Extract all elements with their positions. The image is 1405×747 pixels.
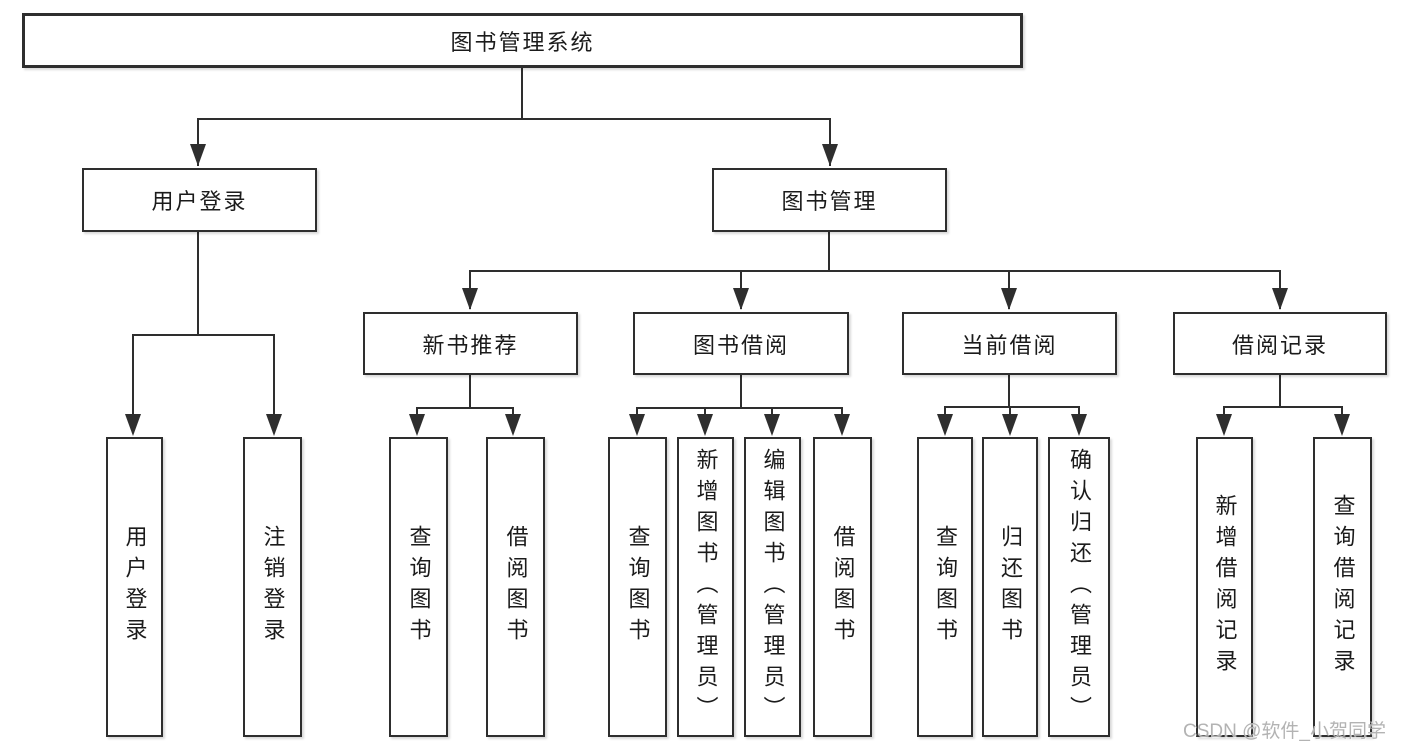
leaf-label: 确认归还（管理员）: [1067, 447, 1092, 727]
node-borrow-records: 借阅记录: [1173, 312, 1387, 375]
leaf-query-books-recommend: 查询图书: [389, 437, 448, 737]
watermark: CSDN @软件_小贺同学: [1183, 721, 1386, 742]
leaf-label: 新增借阅记录: [1212, 494, 1238, 680]
leaf-borrow-books: 借阅图书: [813, 437, 872, 737]
arrow-down-icons: [125, 144, 1350, 436]
leaf-query-books-current: 查询图书: [917, 437, 973, 737]
leaf-label: 查询图书: [625, 525, 651, 649]
leaf-label: 用户登录: [122, 525, 148, 649]
node-book-management-label: 图书管理: [781, 189, 878, 214]
leaf-label: 新增图书（管理员）: [693, 447, 719, 727]
leaf-borrow-books-recommend: 借阅图书: [486, 437, 545, 737]
node-root-label: 图书管理系统: [450, 29, 595, 55]
leaf-query-borrow-record: 查询借阅记录: [1313, 437, 1372, 737]
leaf-label: 归还图书: [998, 525, 1023, 649]
leaf-return-books: 归还图书: [982, 437, 1038, 737]
leaf-query-books-borrow: 查询图书: [608, 437, 667, 737]
leaf-logout: 注销登录: [243, 437, 302, 737]
node-user-login-label: 用户登录: [151, 189, 248, 214]
node-book-borrow-label: 图书借阅: [692, 332, 789, 358]
leaf-add-borrow-record: 新增借阅记录: [1196, 437, 1253, 737]
node-user-login: 用户登录: [82, 168, 317, 232]
node-book-management: 图书管理: [712, 168, 947, 232]
leaf-label: 查询借阅记录: [1330, 494, 1356, 680]
node-book-borrow: 图书借阅: [633, 312, 849, 375]
node-new-book-recommend-label: 新书推荐: [422, 332, 519, 358]
leaf-label: 查询图书: [933, 525, 958, 649]
node-current-borrow: 当前借阅: [902, 312, 1117, 375]
leaf-user-login: 用户登录: [106, 437, 163, 737]
leaf-label: 借阅图书: [830, 525, 856, 649]
leaf-edit-book-admin: 编辑图书（管理员）: [744, 437, 801, 737]
node-borrow-records-label: 借阅记录: [1231, 332, 1328, 358]
leaf-add-book-admin: 新增图书（管理员）: [677, 437, 734, 737]
leaf-label: 编辑图书（管理员）: [760, 447, 786, 727]
leaf-label: 查询图书: [406, 525, 432, 649]
node-new-book-recommend: 新书推荐: [363, 312, 578, 375]
node-root: 图书管理系统: [22, 13, 1023, 68]
leaf-label: 借阅图书: [503, 525, 529, 649]
leaf-confirm-return-admin: 确认归还（管理员）: [1048, 437, 1110, 737]
node-current-borrow-label: 当前借阅: [961, 332, 1058, 358]
leaf-label: 注销登录: [260, 525, 286, 649]
connector-lines: [132, 68, 1343, 433]
